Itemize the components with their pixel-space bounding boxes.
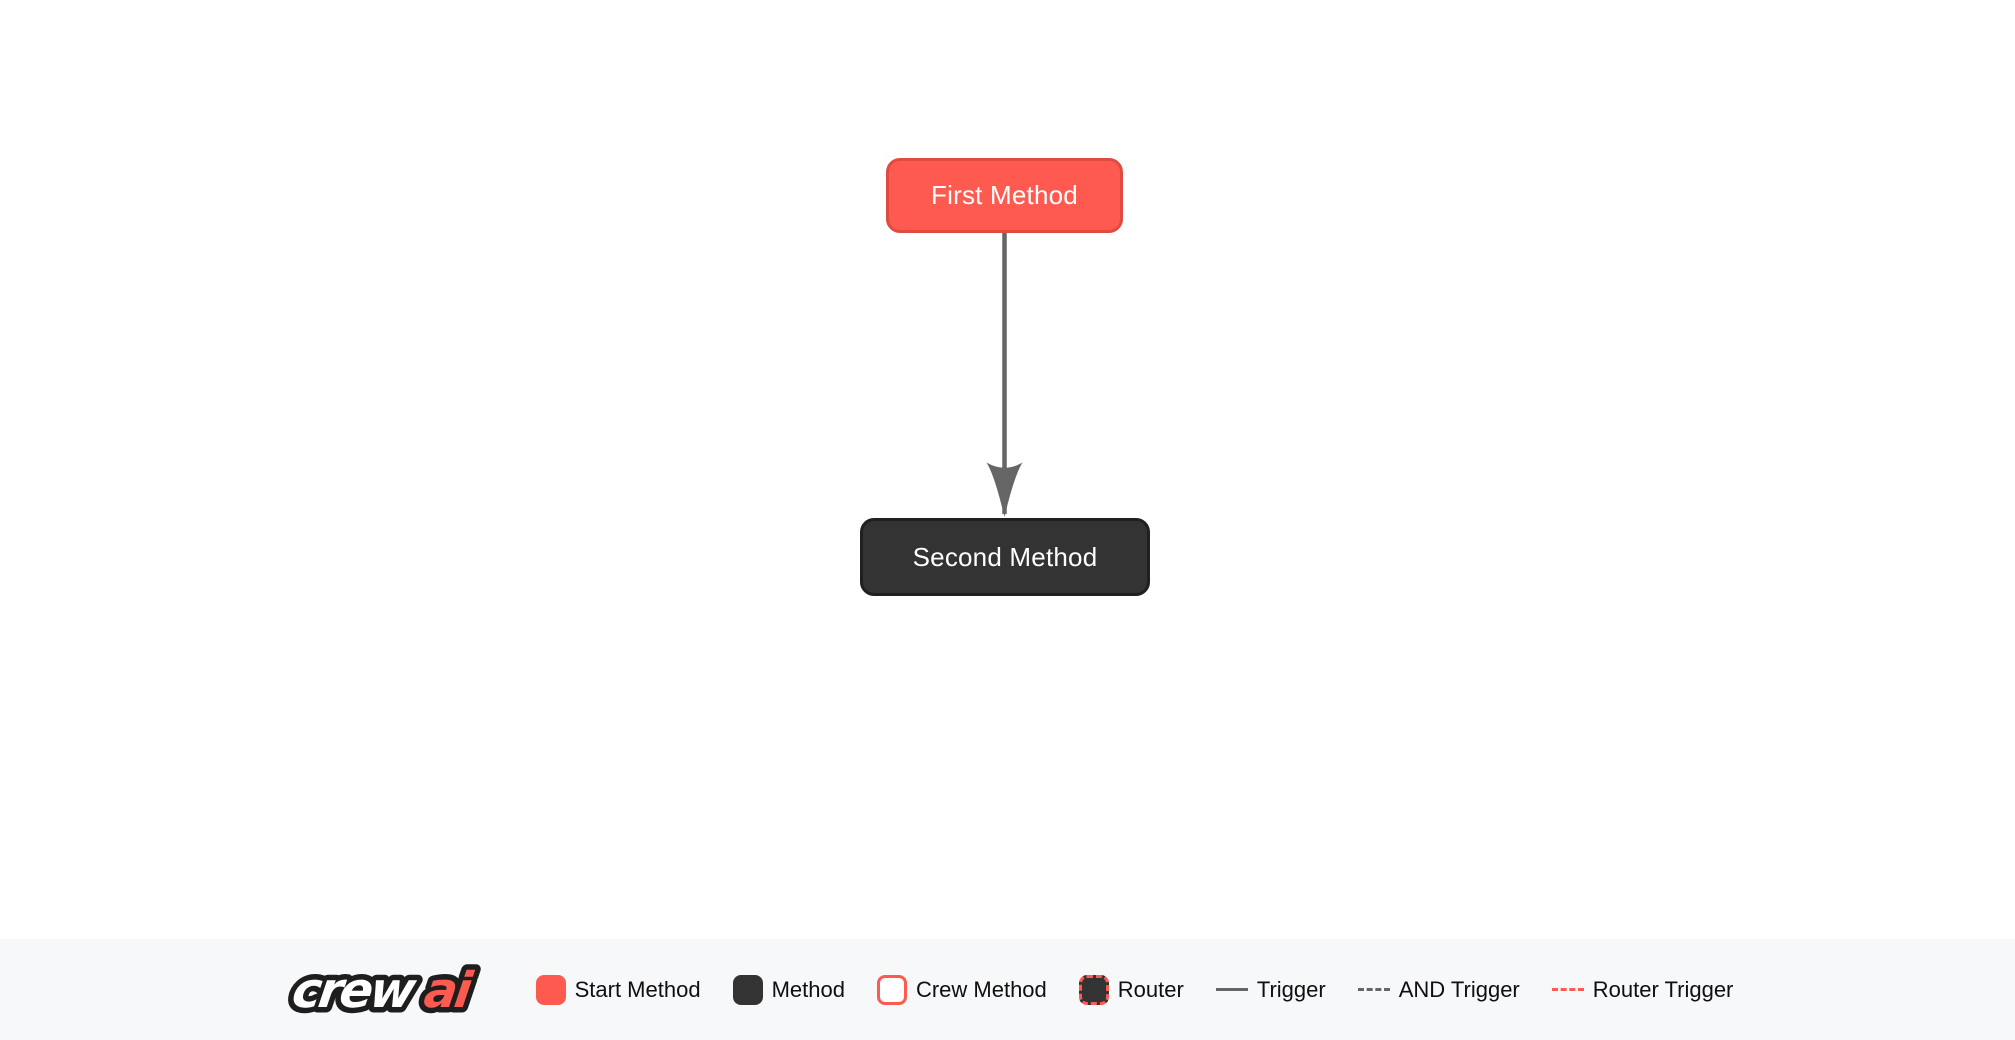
legend-item-and-trigger: AND Trigger [1357,976,1520,1003]
node-first-method-label: First Method [931,180,1078,210]
legend-item-trigger: Trigger [1215,976,1326,1003]
node-second-method-label: Second Method [912,541,1098,572]
router-swatch-icon [1078,974,1109,1005]
logo-text-crew: crew [288,961,419,1019]
legend-label: Router Trigger [1592,976,1734,1002]
method-swatch-icon [732,974,763,1005]
legend-label: Trigger [1256,976,1326,1002]
legend-label: Start Method [574,976,701,1002]
and-trigger-line-icon [1357,988,1390,991]
node-second-method[interactable]: Second Method [860,518,1150,596]
crewai-logo: crew ai [282,954,504,1026]
legend-item-start-method: Start Method [535,974,701,1005]
logo-text-ai: ai [420,961,476,1019]
crewai-logo-icon: crew ai [283,955,482,1024]
legend-item-method: Method [732,974,845,1005]
legend-bar: crew ai Start Method Method Crew Method … [0,939,2015,1040]
router-trigger-line-icon [1551,988,1584,991]
flow-canvas[interactable]: First Method Second Method [0,0,2015,939]
legend-label: AND Trigger [1398,976,1520,1002]
legend-item-router-trigger: Router Trigger [1551,976,1734,1003]
legend-item-router: Router [1078,974,1184,1005]
start-method-swatch-icon [535,974,566,1005]
legend-label: Method [771,976,845,1002]
trigger-line-icon [1215,988,1248,991]
crew-method-swatch-icon [876,974,907,1005]
legend-label: Router [1117,976,1184,1002]
legend-item-crew-method: Crew Method [876,974,1047,1005]
legend-label: Crew Method [915,976,1047,1002]
trigger-edge-arrowhead-icon [986,462,1023,517]
edge-layer [986,233,1023,517]
node-first-method[interactable]: First Method [886,158,1123,233]
